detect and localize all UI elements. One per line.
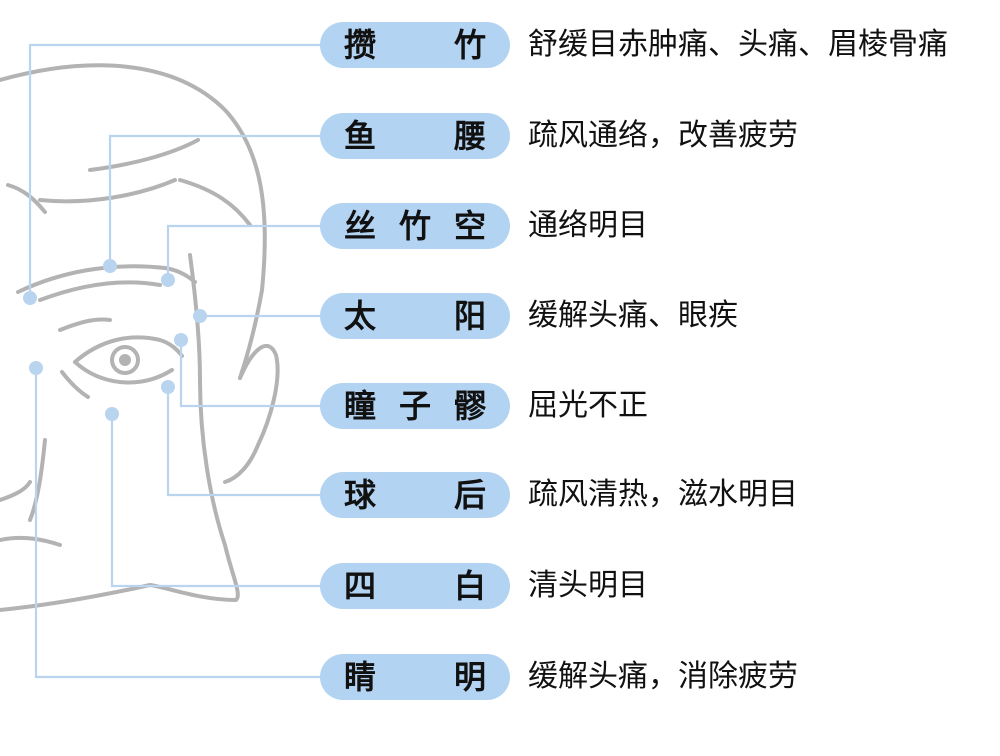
face-contour [148, 253, 240, 602]
dot-jingming [29, 361, 43, 375]
label-char: 睛 [344, 658, 377, 696]
acupoint-effect-sizhukong: 通络明目 [528, 208, 648, 243]
leader-cuanzhu [28, 43, 322, 298]
label-char: 子 [398, 387, 431, 425]
hair-strand-2 [88, 138, 200, 172]
dot-cuanzhu [23, 291, 37, 305]
head-outline [0, 63, 267, 380]
eye-crease [58, 317, 112, 332]
chin-contour [0, 583, 152, 612]
hair-strand-3 [178, 178, 252, 227]
label-char: 太 [344, 297, 377, 335]
leader-qiuhou [166, 387, 322, 497]
dot-qiuhou [161, 380, 175, 394]
label-char: 竹 [398, 207, 431, 245]
label-char: 竹 [453, 26, 486, 64]
hair-strand-1 [38, 178, 177, 204]
acupoint-effect-jingming: 缓解头痛，消除疲劳 [528, 659, 798, 694]
eye-iris [110, 345, 140, 375]
acupoint-label-yuyao: 鱼 腰 [320, 113, 510, 159]
ear [223, 343, 280, 484]
lip [0, 480, 32, 502]
eye-bag [60, 370, 90, 399]
eyebrow-lower [38, 280, 162, 302]
label-char: 明 [453, 658, 486, 696]
dot-taiyang [193, 309, 207, 323]
leader-yuyao [108, 134, 322, 266]
eye-upper-lid [73, 335, 184, 364]
acupoint-effect-tongziliao: 屈光不正 [528, 388, 648, 423]
dot-yuyao [103, 259, 117, 273]
acupoint-label-sizhukong: 丝 竹 空 [320, 203, 510, 249]
acupoint-effect-sibai: 清头明目 [528, 568, 648, 603]
label-char: 阳 [453, 297, 486, 335]
label-char: 鱼 [344, 117, 377, 155]
label-char: 后 [453, 476, 486, 514]
acupoint-label-jingming: 睛 明 [320, 654, 510, 700]
label-char: 髎 [453, 387, 486, 425]
eyebrow [16, 264, 197, 294]
label-char: 球 [344, 476, 377, 514]
leader-sibai [110, 414, 322, 588]
leader-sizhukong [166, 224, 322, 280]
eye-lower-lid [73, 360, 174, 385]
leader-jingming [34, 368, 322, 679]
acupoint-label-taiyang: 太 阳 [320, 293, 510, 339]
nose-line [28, 438, 47, 522]
acupoint-label-cuanzhu: 攒 竹 [320, 22, 510, 68]
acupoint-effect-taiyang: 缓解头痛、眼疾 [528, 298, 738, 333]
leader-lines [28, 43, 322, 679]
eye-pupil [119, 354, 131, 366]
label-char: 丝 [344, 207, 377, 245]
acupoint-effect-cuanzhu: 舒缓目赤肿痛、头痛、眉棱骨痛 [528, 27, 948, 62]
label-char: 四 [344, 567, 377, 605]
acupoint-effect-yuyao: 疏风通络，改善疲劳 [528, 118, 798, 153]
label-char: 空 [453, 207, 486, 245]
acupoint-label-sibai: 四 白 [320, 563, 510, 609]
label-char: 白 [453, 567, 486, 605]
label-char: 瞳 [344, 387, 377, 425]
label-char: 攒 [344, 26, 377, 64]
dot-sizhukong [161, 273, 175, 287]
acupoint-label-qiuhou: 球 后 [320, 472, 510, 518]
acupoint-effect-qiuhou: 疏风清热，滋水明目 [528, 477, 798, 512]
dot-sibai [105, 407, 119, 421]
label-char: 腰 [453, 117, 486, 155]
dot-tongziliao [174, 333, 188, 347]
acupoint-label-tongziliao: 瞳 子 髎 [320, 383, 510, 429]
acupoint-dots [23, 259, 207, 421]
leader-tongziliao [179, 340, 322, 408]
nostril [0, 535, 62, 547]
face-outline [0, 63, 280, 612]
